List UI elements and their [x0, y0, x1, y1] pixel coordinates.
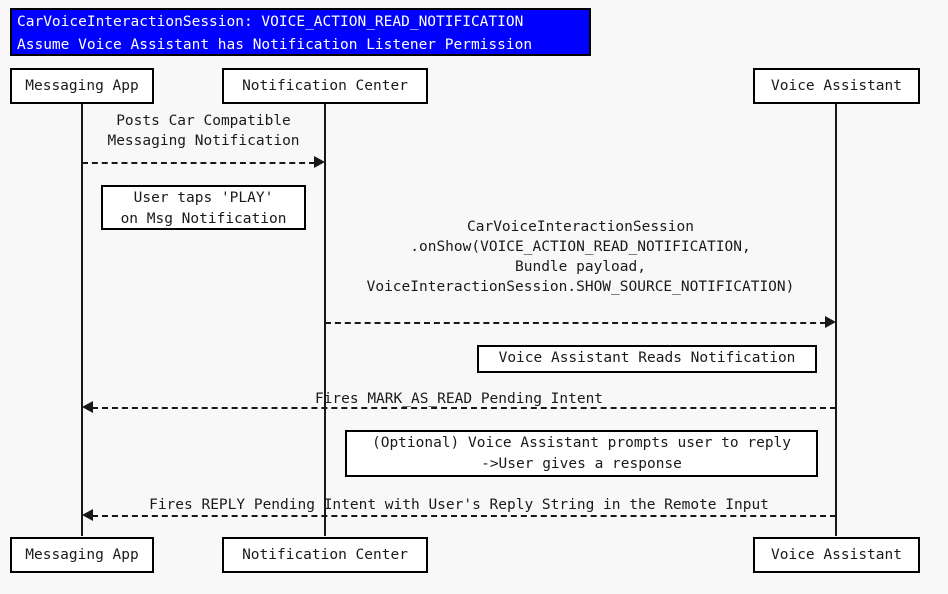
arrowhead-left-mark-as-read — [82, 401, 93, 413]
participant-top-notification-center[interactable]: Notification Center — [222, 68, 428, 104]
note-user-taps-play: User taps 'PLAY' on Msg Notification — [101, 185, 306, 230]
message-line-mark-as-read — [92, 407, 836, 409]
arrowhead-left-reply-pending-intent — [82, 509, 93, 521]
lifeline-messaging-app — [81, 104, 83, 536]
participant-bottom-notification-center[interactable]: Notification Center — [222, 537, 428, 573]
message-label-reply-pending-intent: Fires REPLY Pending Intent with User's R… — [149, 497, 769, 513]
message-label-mark-as-read: Fires MARK_AS_READ Pending Intent — [314, 391, 604, 407]
message-label-on-show: CarVoiceInteractionSession .onShow(VOICE… — [366, 219, 795, 295]
participant-bottom-voice-assistant[interactable]: Voice Assistant — [753, 537, 920, 573]
message-label-posts-notification: Posts Car Compatible Messaging Notificat… — [107, 113, 300, 149]
arrowhead-right-posts-notification — [314, 156, 325, 168]
note-optional-prompt-reply: (Optional) Voice Assistant prompts user … — [345, 430, 818, 477]
arrowhead-right-on-show — [825, 316, 836, 328]
participant-bottom-messaging-app[interactable]: Messaging App — [10, 537, 154, 573]
lifeline-voice-assistant — [835, 104, 837, 536]
diagram-title-banner: CarVoiceInteractionSession: VOICE_ACTION… — [10, 8, 591, 56]
message-line-posts-notification — [82, 162, 315, 164]
message-line-reply-pending-intent — [92, 515, 836, 517]
lifeline-notification-center — [324, 104, 326, 536]
message-line-on-show — [325, 322, 826, 324]
participant-top-voice-assistant[interactable]: Voice Assistant — [753, 68, 920, 104]
participant-top-messaging-app[interactable]: Messaging App — [10, 68, 154, 104]
note-voice-assistant-reads: Voice Assistant Reads Notification — [477, 345, 817, 373]
